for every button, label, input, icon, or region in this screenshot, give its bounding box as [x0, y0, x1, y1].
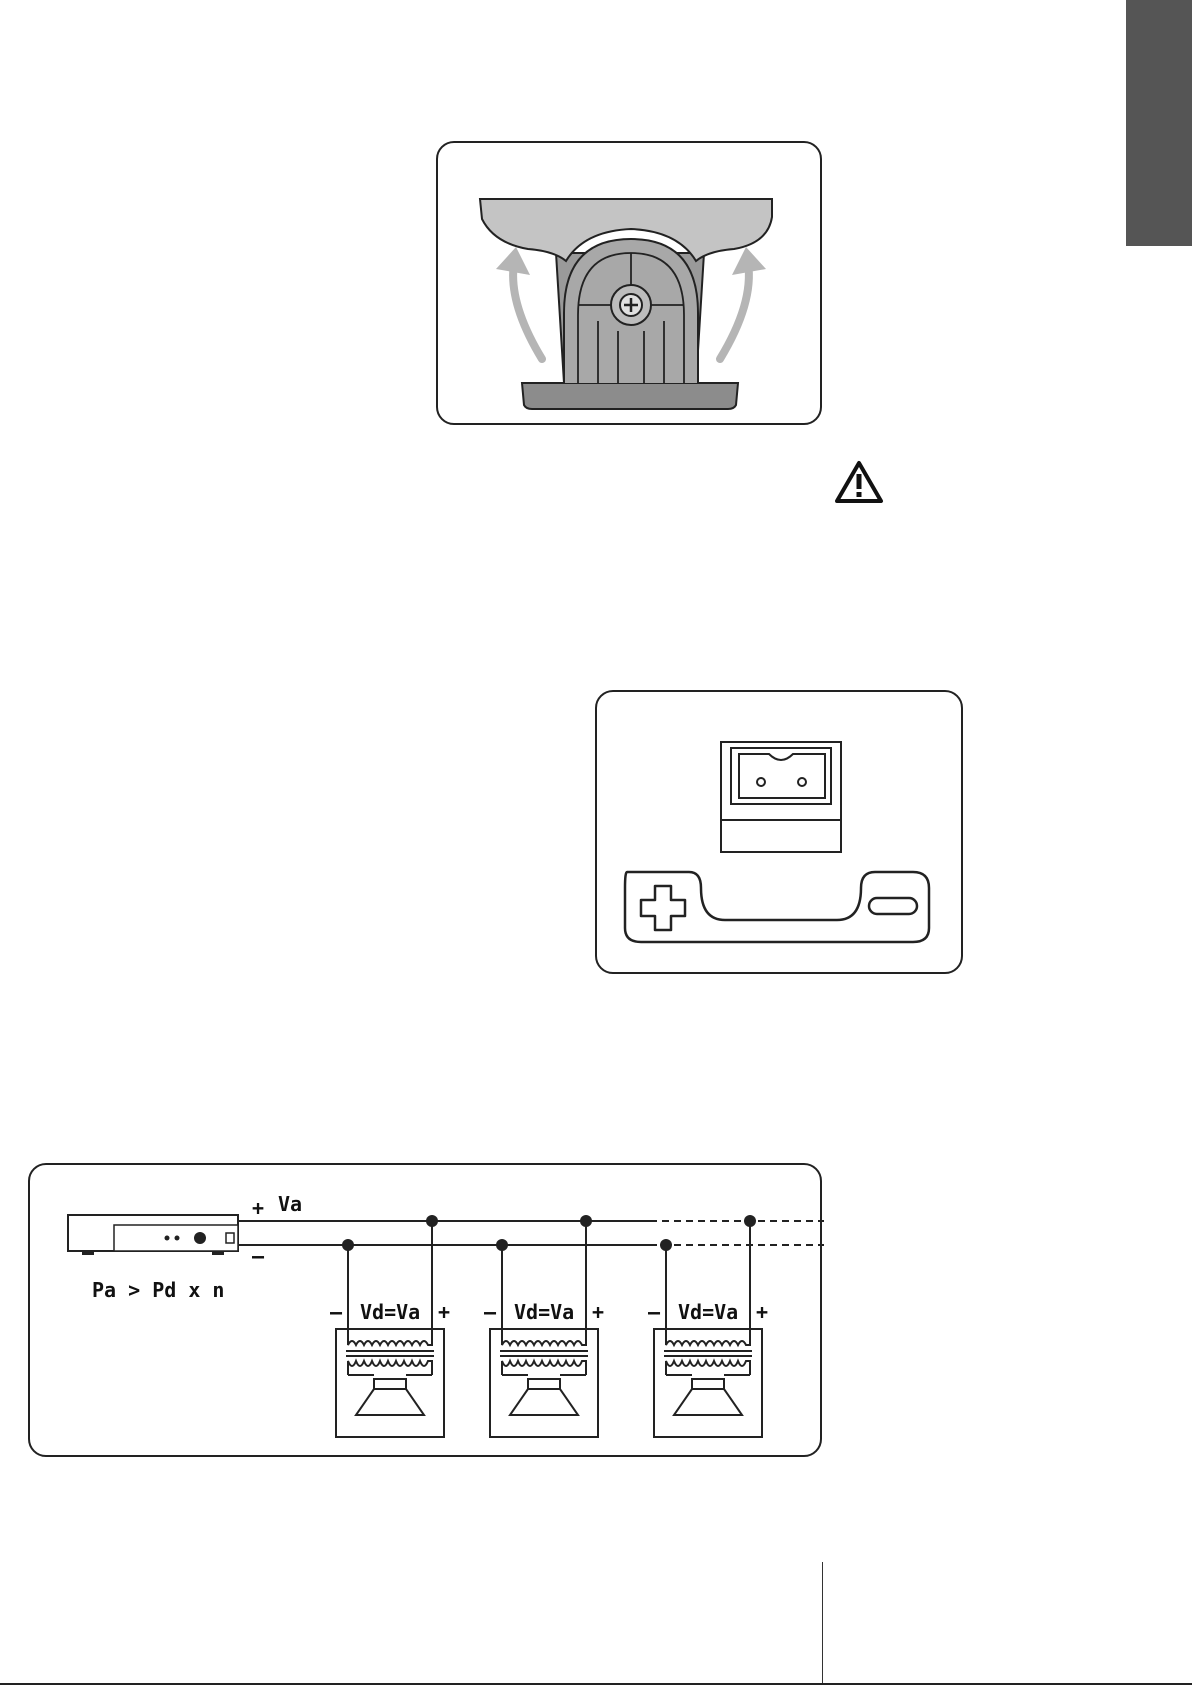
bracket-mount-panel: [436, 141, 822, 425]
amp-plus-label: +: [252, 1196, 264, 1220]
bracket-illustration: [438, 143, 824, 427]
warning-icon: [834, 460, 884, 504]
speaker-minus-label: –: [648, 1300, 661, 1324]
speaker-minus-label: –: [484, 1300, 497, 1324]
wiring-diagram-panel: + Va – Pa > Pd x n – Vd=Va +: [28, 1163, 822, 1457]
bracket-base: [522, 383, 738, 409]
terminal-illustration: [597, 692, 965, 976]
speaker-icon: [374, 1379, 406, 1389]
page-tab-marker: [1126, 0, 1192, 246]
rotate-arrow-right-icon: [720, 247, 766, 359]
footer-divider: [822, 1562, 823, 1685]
connector-pin-plus: [757, 778, 765, 786]
speaker-unit: – Vd=Va +: [648, 1215, 768, 1437]
power-formula: Pa > Pd x n: [92, 1278, 224, 1302]
speaker-unit: – Vd=Va +: [330, 1215, 450, 1437]
wiring-diagram: + Va – Pa > Pd x n – Vd=Va +: [30, 1165, 824, 1459]
speaker-icon: [528, 1379, 560, 1389]
speaker-voltage-label: Vd=Va: [360, 1300, 420, 1324]
speaker-icon: [692, 1379, 724, 1389]
speaker-plus-label: +: [756, 1300, 768, 1324]
amplifier-icon: [68, 1215, 238, 1255]
speaker-minus-label: –: [330, 1300, 343, 1324]
speaker-voltage-label: Vd=Va: [678, 1300, 738, 1324]
screw-icon: [611, 285, 651, 325]
minus-symbol-icon: [869, 898, 917, 914]
speaker-voltage-label: Vd=Va: [514, 1300, 574, 1324]
speaker-unit: – Vd=Va +: [484, 1215, 604, 1437]
speaker-plus-label: +: [592, 1300, 604, 1324]
line-voltage-label: Va: [278, 1192, 302, 1216]
connector-socket: [739, 754, 825, 798]
rotate-arrow-left-icon: [496, 247, 542, 359]
terminal-connector-panel: [595, 690, 963, 974]
connector-pin-minus: [798, 778, 806, 786]
amp-minus-label: –: [252, 1244, 265, 1268]
speaker-plus-label: +: [438, 1300, 450, 1324]
